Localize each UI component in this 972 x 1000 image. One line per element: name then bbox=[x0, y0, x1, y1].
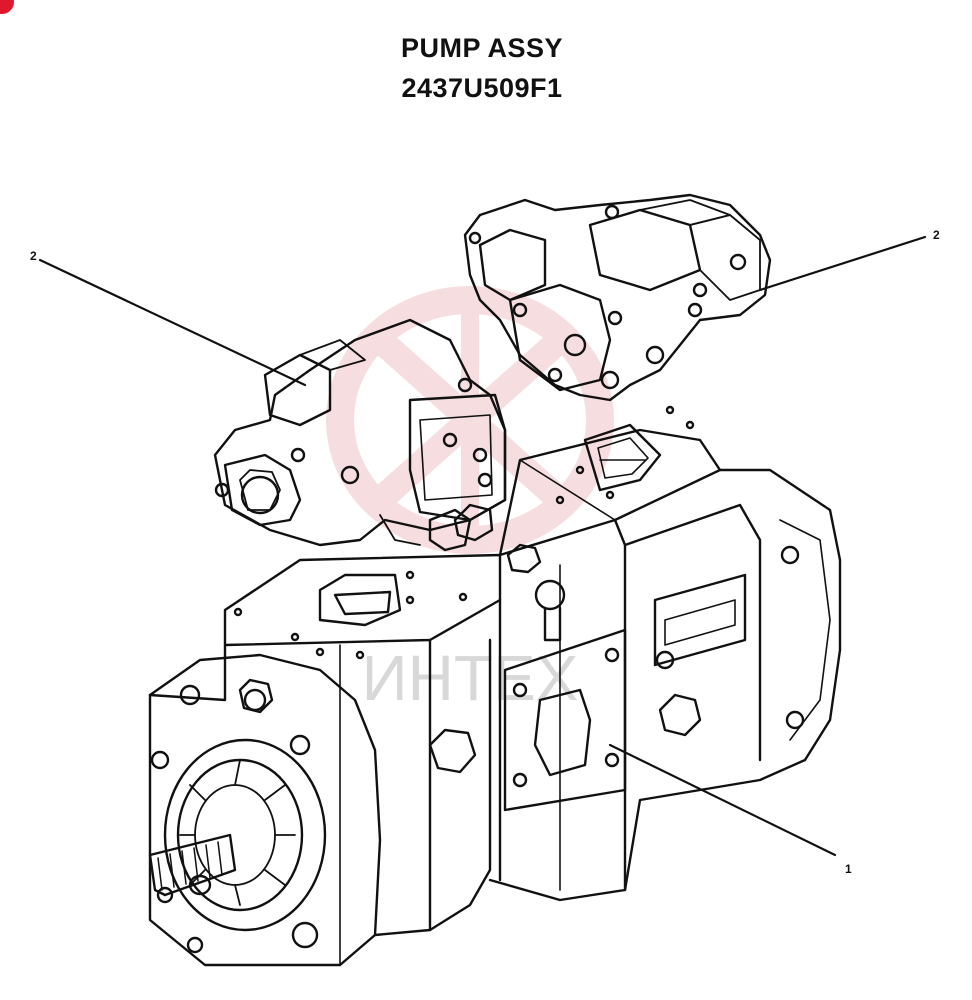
regulator-right bbox=[463, 193, 772, 402]
regulator-left bbox=[213, 318, 507, 552]
leader-line-main-pump bbox=[608, 743, 837, 857]
part-number: 2437U509F1 bbox=[401, 73, 563, 103]
callout-label-main-pump: 1 bbox=[845, 862, 852, 876]
callout-label-regulator-right: 2 bbox=[933, 228, 940, 242]
callout-label-regulator-left: 2 bbox=[30, 249, 37, 263]
watermark-text: ИНТЕХ bbox=[362, 642, 579, 714]
leader-line-regulator-right bbox=[758, 235, 927, 292]
leader-line-regulator-left bbox=[38, 258, 307, 387]
front-flange-and-shaft bbox=[148, 653, 382, 954]
diagram-title: PUMP ASSY bbox=[400, 33, 564, 63]
diagram-title-block: PUMP ASSY 2437U509F1 bbox=[0, 28, 972, 108]
